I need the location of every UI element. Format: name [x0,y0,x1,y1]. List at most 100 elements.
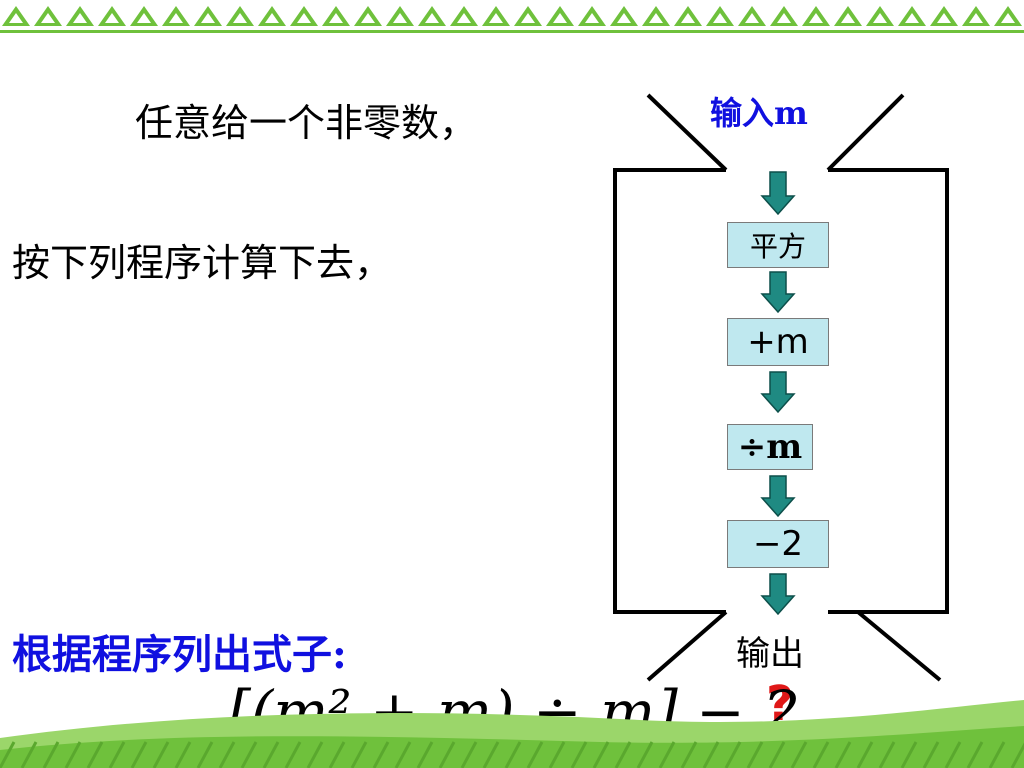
grass-stripe [240,741,258,768]
grass-stripe [328,741,346,768]
frame-right-side [828,168,949,614]
arrow-down-icon [760,573,796,616]
grass-stripe [218,741,236,768]
wave-front [0,726,1024,768]
triangle-ornament-inner [137,13,151,23]
grass-stripe [0,741,16,768]
frame-left-side [613,168,726,614]
grass-stripe [878,741,896,768]
triangle-ornament-inner [393,13,407,23]
grass-stripe [746,741,764,768]
triangle-ornament-inner [425,13,439,23]
grass-stripe [900,741,918,768]
step-divide-m: ÷m [727,424,813,470]
grass-stripe [966,741,984,768]
grass-stripe [592,741,610,768]
grass-stripe [64,741,82,768]
triangle-ornament-inner [937,13,951,23]
grass-stripe [724,741,742,768]
arrow-down-icon [760,371,796,414]
grass-stripe [482,741,500,768]
triangle-ornament-inner [681,13,695,23]
top-border-line [0,30,1024,33]
triangle-ornament-inner [553,13,567,23]
step-divide-m-label: ÷m [737,427,803,467]
triangle-ornament-inner [105,13,119,23]
intro-line-1: 任意给一个非零数， [135,101,478,145]
bottom-decorative-wave [0,700,1024,768]
grass-stripe [86,741,104,768]
triangle-ornament-inner [297,13,311,23]
triangle-ornament-inner [649,13,663,23]
grass-stripe [174,741,192,768]
triangle-ornament-inner [905,13,919,23]
funnel-left-bottom [646,610,728,682]
triangle-pattern [2,6,1022,26]
triangle-ornament-inner [521,13,535,23]
step-plus-m: +m [727,318,829,366]
grass-stripe [922,741,940,768]
triangle-ornament-inner [457,13,471,23]
grass-stripe [350,741,368,768]
arrow-down-icon [760,271,796,314]
triangle-ornament-inner [73,13,87,23]
funnel-right-top [826,93,905,172]
grass-stripe [988,741,1006,768]
grass-stripe [812,741,830,768]
triangle-ornament-inner [169,13,183,23]
triangle-ornament-inner [201,13,215,23]
step-square-label: 平方 [749,230,806,263]
grass-stripe [614,741,632,768]
grass-stripe [526,741,544,768]
grass-stripe [152,741,170,768]
grass-stripe [548,741,566,768]
triangle-ornament-inner [489,13,503,23]
grass-stripe [196,741,214,768]
grass-stripe [438,741,456,768]
intro-line-3: 根据程序列出式子: [12,631,347,678]
input-label: 输入m [710,94,808,132]
triangle-ornament-inner [329,13,343,23]
triangle-ornament-inner [969,13,983,23]
grass-stripe [42,741,60,768]
step-minus-2-label: −2 [752,524,804,564]
step-minus-2: −2 [727,520,829,568]
grass-stripe [130,741,148,768]
grass-stripe [636,741,654,768]
grass-stripe [504,741,522,768]
triangle-ornament-inner [361,13,375,23]
triangle-ornament-inner [9,13,23,23]
grass-stripe [394,741,412,768]
grass-stripe [680,741,698,768]
triangle-ornament-inner [777,13,791,23]
grass-stripe [834,741,852,768]
triangle-ornament-inner [41,13,55,23]
triangle-ornament-inner [1001,13,1015,23]
step-plus-m-label: +m [747,322,809,362]
triangle-ornament-inner [617,13,631,23]
grass-stripe [944,741,962,768]
funnel-right-bottom [856,610,942,682]
arrow-down-icon [760,475,796,518]
grass-stripe [262,741,280,768]
triangle-ornament-inner [713,13,727,23]
arrow-down-icon [760,171,796,216]
triangle-ornament-inner [745,13,759,23]
triangle-ornament-inner [265,13,279,23]
grass-stripe [460,741,478,768]
grass-stripe [702,741,720,768]
grass-stripe [108,741,126,768]
step-square: 平方 [727,222,829,268]
funnel-left-top [646,93,728,172]
output-label: 输出 [736,634,804,674]
triangle-ornament-inner [233,13,247,23]
grass-stripe [416,741,434,768]
grass-stripe [306,741,324,768]
grass-stripe [856,741,874,768]
grass-stripe [284,741,302,768]
intro-line-2: 按下列程序计算下去， [12,241,393,285]
grass-stripe [768,741,786,768]
triangle-ornament-inner [585,13,599,23]
grass-stripe [790,741,808,768]
